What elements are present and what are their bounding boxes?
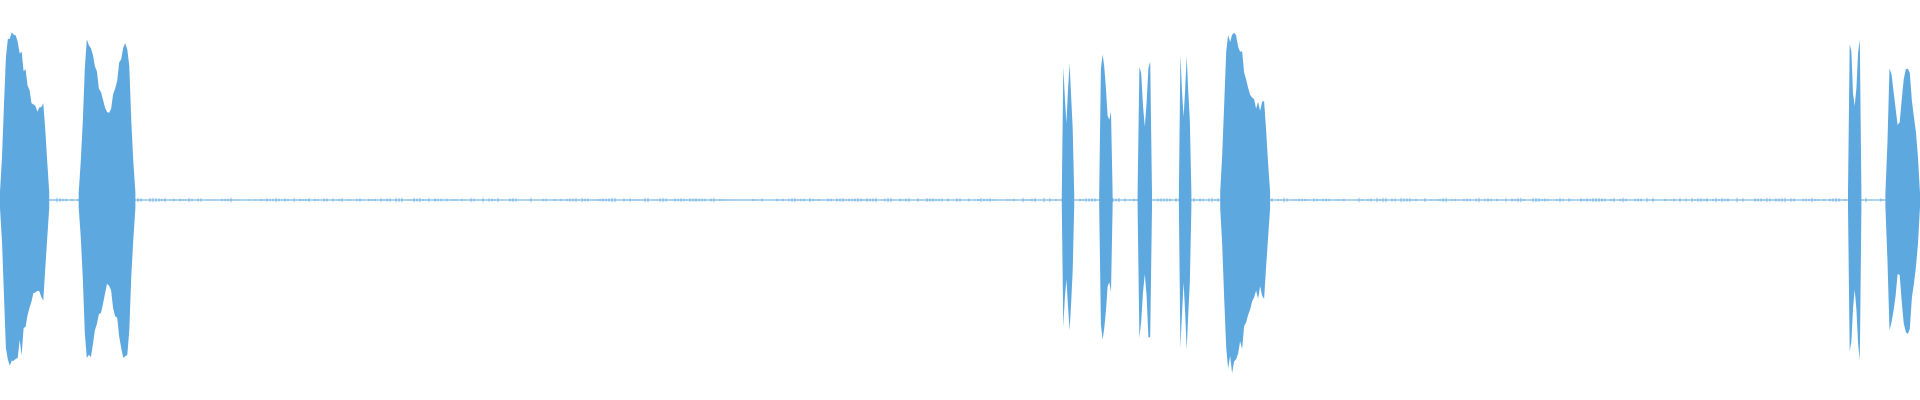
waveform-burst [1099, 54, 1113, 340]
waveform-burst [1220, 32, 1271, 374]
waveform-burst [1178, 55, 1192, 350]
waveform-burst [1885, 68, 1920, 335]
waveform-burst [1137, 61, 1152, 339]
waveform-noise [0, 197, 1918, 203]
waveform-burst [0, 32, 50, 366]
waveform-burst [1061, 63, 1075, 331]
waveform-burst [1848, 39, 1862, 361]
waveform-noise-trace [0, 197, 1918, 203]
waveform-bursts [0, 32, 1920, 374]
waveform-burst [78, 39, 136, 358]
